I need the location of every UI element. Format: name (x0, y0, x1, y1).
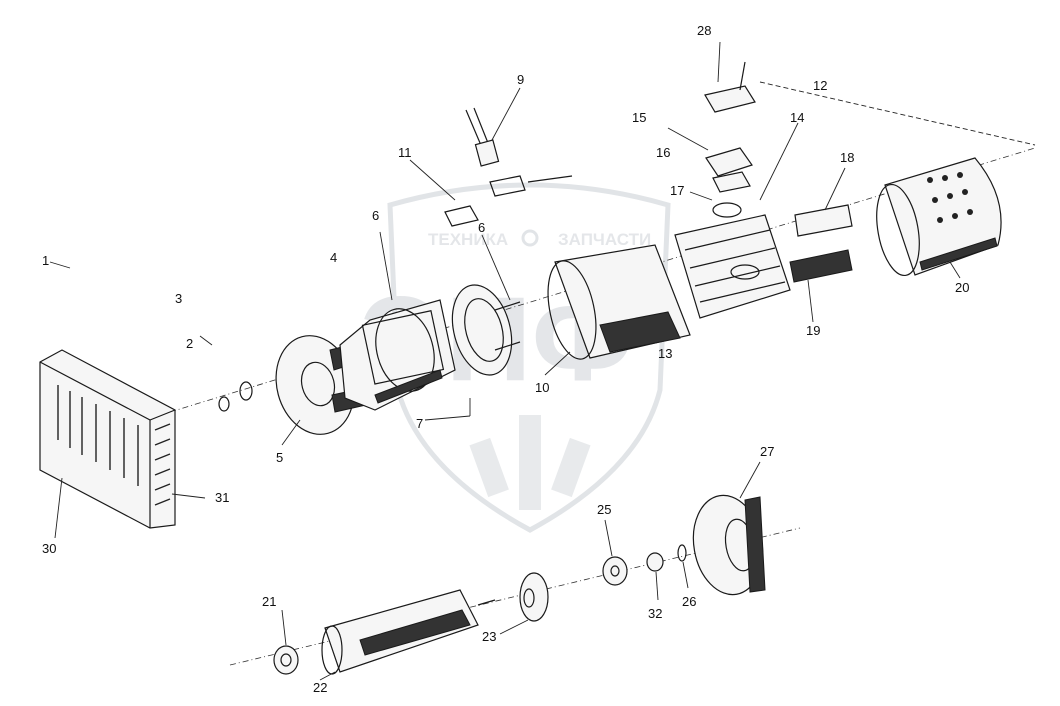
watermark-wheat-icon (469, 415, 591, 510)
label-5: 5 (276, 450, 283, 465)
label-25: 25 (597, 502, 611, 517)
label-27: 27 (760, 444, 774, 459)
label-20: 20 (955, 280, 969, 295)
label-12: 12 (813, 78, 827, 93)
label-13: 13 (658, 346, 672, 361)
label-4: 4 (330, 250, 337, 265)
label-28: 28 (697, 23, 711, 38)
label-30: 30 (42, 541, 56, 556)
terminal-strip-part (789, 249, 853, 283)
regulator-part (705, 147, 753, 218)
watermark-right-text: ЗАПЧАСТИ (558, 230, 651, 249)
label-11: 11 (398, 145, 412, 160)
pulley-part (519, 572, 549, 622)
label-21: 21 (262, 594, 276, 609)
bushing-part (646, 552, 664, 572)
label-31: 31 (215, 490, 229, 505)
watermark-gear-icon (521, 229, 539, 247)
label-6: 6 (372, 208, 379, 223)
circlip-part (677, 544, 687, 562)
label-9: 9 (517, 72, 524, 87)
label-6b: 6 (478, 220, 485, 235)
label-19: 19 (806, 323, 820, 338)
watermark-left-text: ТЕХНИКА (428, 230, 508, 249)
label-22: 22 (313, 680, 327, 695)
stator-sleeve-part (547, 244, 691, 360)
washer-part (239, 381, 253, 401)
outer-casing-part (876, 157, 1002, 277)
brush-strip-part (794, 204, 853, 237)
label-7: 7 (416, 416, 423, 431)
label-10: 10 (535, 380, 549, 395)
flange-plate-part (451, 284, 521, 376)
grille-cover-part (39, 349, 176, 529)
end-shield-part (692, 494, 766, 596)
linkage-parts (444, 175, 573, 227)
top-cover-part (704, 61, 1036, 146)
label-2: 2 (186, 336, 193, 351)
label-23: 23 (482, 629, 496, 644)
label-18: 18 (840, 150, 854, 165)
front-bearing-part (602, 556, 628, 586)
label-17: 17 (670, 183, 684, 198)
winding-pack-part (674, 214, 791, 319)
rotor-part (321, 589, 496, 675)
part-labels: 1 2 3 4 5 6 6 7 9 10 11 12 13 14 15 16 1… (42, 23, 969, 695)
leader-lines (49, 41, 961, 681)
ring-part (218, 396, 230, 412)
housing-frame-part (339, 299, 456, 411)
bearing-part (273, 645, 299, 675)
label-16: 16 (656, 145, 670, 160)
label-15: 15 (632, 110, 646, 125)
label-3: 3 (175, 291, 182, 306)
label-32: 32 (648, 606, 662, 621)
label-26: 26 (682, 594, 696, 609)
label-1: 1 (42, 253, 49, 268)
label-14: 14 (790, 110, 804, 125)
brush-holder-part (465, 107, 500, 167)
